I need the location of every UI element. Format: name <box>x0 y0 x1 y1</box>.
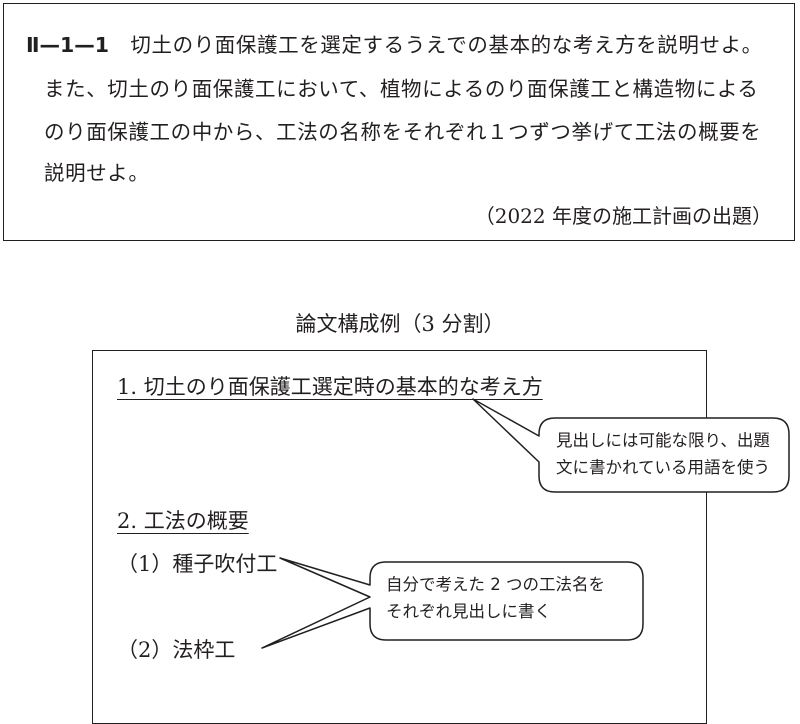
callout-2-text: 自分で考えた 2 つの工法名を それぞれ見出しに書く <box>386 571 605 625</box>
method-1: （1）種子吹付工 <box>117 552 278 576</box>
question-number: Ⅱ—1—1 <box>26 33 110 57</box>
question-box: Ⅱ—1—1 切土のり面保護工を選定するうえでの基本的な考え方を説明せよ。 また、… <box>3 3 795 241</box>
callout-2-line-1: 自分で考えた 2 つの工法名を <box>386 575 605 594</box>
callout-1-text: 見出しには可能な限り、出題 文に書かれている用語を使う <box>556 427 770 481</box>
question-text-1: 切土のり面保護工を選定するうえでの基本的な考え方を説明せよ。 <box>130 33 763 57</box>
heading-1: 1. 切土のり面保護工選定時の基本的な考え方 <box>117 375 543 399</box>
question-line-1: Ⅱ—1—1 切土のり面保護工を選定するうえでの基本的な考え方を説明せよ。 <box>26 28 763 58</box>
example-title: 論文構成例（3 分割） <box>295 312 505 336</box>
callout-2-line-2: それぞれ見出しに書く <box>386 602 551 621</box>
question-line-3: のり面保護工の中から、工法の名称をそれぞれ１つずつ挙げて工法の概要を <box>44 120 762 144</box>
heading-2: 2. 工法の概要 <box>117 509 249 533</box>
callout-1-line-2: 文に書かれている用語を使う <box>556 458 771 477</box>
outline-box <box>92 350 707 724</box>
method-2: （2）法枠工 <box>117 638 236 662</box>
question-source: （2022 年度の施工計画の出題） <box>474 204 772 228</box>
question-line-4: 説明せよ。 <box>44 161 150 185</box>
callout-1-line-1: 見出しには可能な限り、出題 <box>556 431 770 450</box>
question-line-2: また、切土のり面保護工において、植物によるのり面保護工と構造物による <box>44 77 759 101</box>
